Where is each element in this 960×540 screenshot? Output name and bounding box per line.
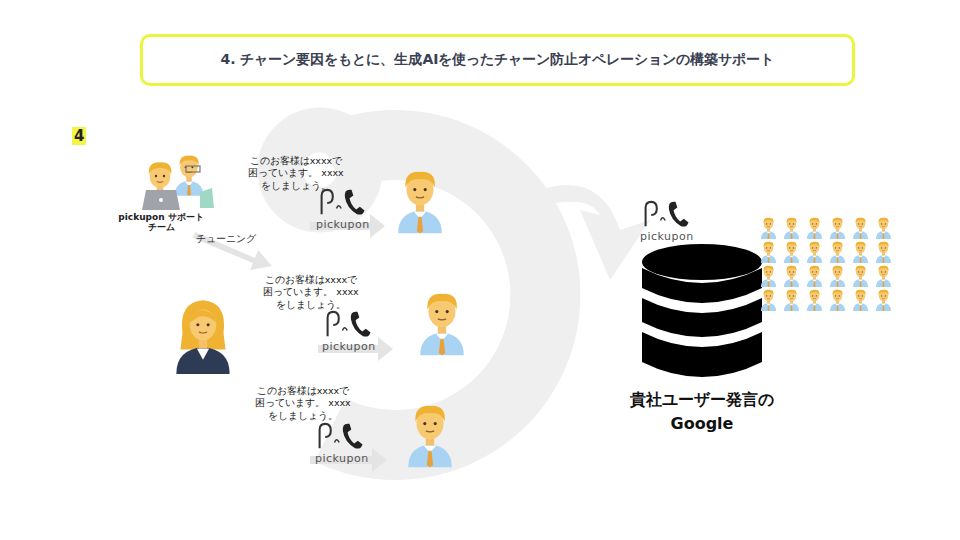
user-figure [830, 242, 845, 263]
user-figure [784, 218, 799, 239]
logo-text: pickupon [640, 230, 694, 243]
user-figure [853, 290, 868, 311]
logo-text: pickupon [316, 218, 370, 231]
user-figure [853, 242, 868, 263]
title-box: 4. チャーン要因をもとに、生成AIを使ったチャーン防止オペレーションの構築サポ… [140, 34, 855, 86]
user-figure [807, 218, 822, 239]
title-text: 4. チャーン要因をもとに、生成AIを使ったチャーン防止オペレーションの構築サポ… [221, 51, 775, 67]
speech-text: このお客様はxxxxで 困っています。 xxxxをしましょう。 [246, 155, 346, 192]
user-figure [876, 266, 891, 287]
user-figure [761, 290, 776, 311]
user-figure [853, 266, 868, 287]
user-figure [761, 242, 776, 263]
user-figure [761, 266, 776, 287]
node-text: pickupon サポートチーム [118, 212, 204, 233]
user-figure [876, 218, 891, 239]
user-figure [876, 290, 891, 311]
user-figure [807, 290, 822, 311]
support-team: pickupon サポートチーム [118, 148, 204, 233]
database: 貴社ユーザー発言の Google [612, 240, 792, 436]
user-figure [830, 290, 845, 311]
user-figure [830, 218, 845, 239]
speech-text: このお客様はxxxxで 困っています。 xxxxをしましょう。 [253, 385, 353, 422]
logo-text: pickupon [322, 340, 376, 353]
user-figure [761, 218, 776, 239]
user-figure [853, 218, 868, 239]
user-figure [784, 290, 799, 311]
arrow-label: チューニング [196, 233, 256, 246]
callout-number: 4 [72, 127, 86, 145]
user-figure [807, 266, 822, 287]
user-figure [784, 266, 799, 287]
user-figure [876, 242, 891, 263]
speech-text: このお客様はxxxxで 困っています。 xxxxをしましょう。 [261, 274, 361, 311]
user-figure [807, 242, 822, 263]
node-text: 貴社ユーザー発言の Google [612, 388, 792, 436]
logo-text: pickupon [315, 452, 369, 465]
user-figure [830, 266, 845, 287]
user-figure [784, 242, 799, 263]
